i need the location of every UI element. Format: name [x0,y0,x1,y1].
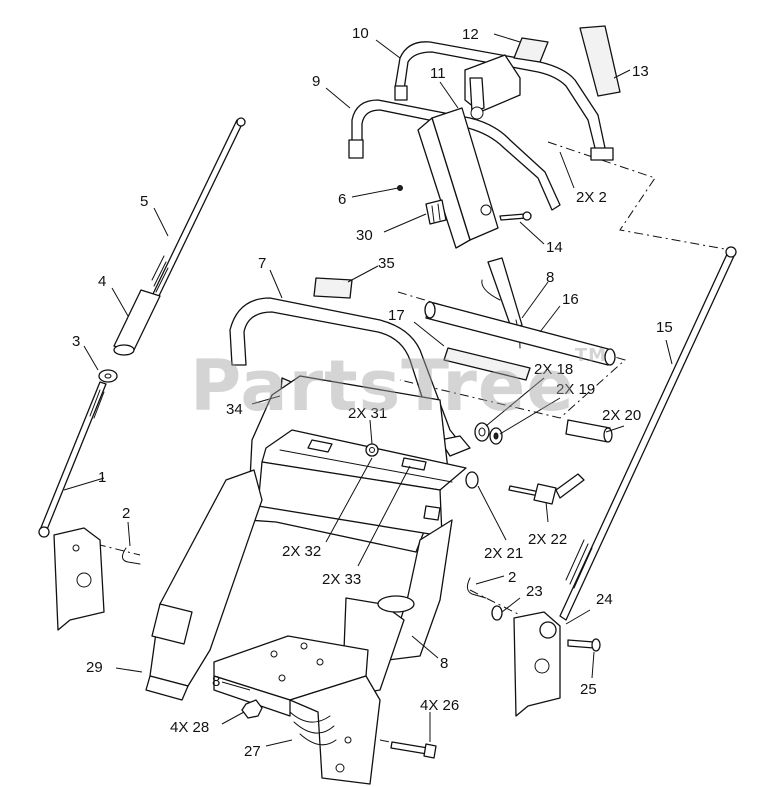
callout-8-cable: 8 [546,269,554,286]
part-bolt-25 [567,638,601,652]
callout-11: 11 [430,65,446,82]
part-rod-15 [559,246,737,621]
callout-29: 29 [86,659,103,676]
part-rod-1 [38,381,107,538]
part-upper-handle[interactable] [394,41,614,161]
part-left-pivot-plate [53,527,105,631]
callout-8-plate: 8 [212,673,220,690]
part-hairpin-2b [466,577,487,599]
callout-2x-20: 2X 20 [602,407,641,424]
part-lower-handle[interactable] [229,297,471,457]
part-decal-13 [579,25,621,97]
part-rod-5 [150,117,246,301]
callout-13: 13 [632,63,649,80]
callout-7: 7 [258,255,266,272]
callout-2x-21: 2X 21 [484,545,523,562]
part-spacer-33 [401,457,427,471]
part-clip-30 [425,199,447,225]
callout-1: 1 [98,469,106,486]
callout-34: 34 [226,401,243,418]
part-washer-23 [491,605,503,621]
part-pad-17 [443,347,531,381]
part-harness-27 [289,711,337,746]
callout-27: 27 [244,743,261,760]
callout-4x-26: 4X 26 [420,697,459,714]
callout-2x-32: 2X 32 [282,543,321,560]
callout-4: 4 [98,273,106,290]
callout-2x-18: 2X 18 [534,361,573,378]
part-decal-12 [513,37,549,63]
callout-6: 6 [338,191,346,208]
part-sleeve-4 [113,289,161,356]
callout-17: 17 [388,307,405,324]
callout-23: 23 [526,583,543,600]
callout-2x-31: 2X 31 [348,405,387,422]
callout-labels: 10 12 13 9 11 2X 2 5 6 30 14 7 35 4 8 16… [72,25,673,760]
callout-35: 35 [378,255,395,272]
callout-2-right: 2 [508,569,516,586]
part-screw-14 [499,211,532,221]
part-washer-18 [474,422,490,442]
part-bar-16 [424,301,616,366]
part-base-plate [213,635,381,785]
part-washer-19 [489,427,503,445]
callout-2x-33: 2X 33 [322,571,361,588]
callout-24: 24 [596,591,613,608]
leader-lines [63,33,673,747]
callout-5: 5 [140,193,148,210]
part-nut-31 [365,443,379,457]
callout-3: 3 [72,333,80,350]
part-washer-21 [465,471,479,489]
callout-2x-19: 2X 19 [556,381,595,398]
callout-2-left: 2 [122,505,130,522]
part-control-lever[interactable] [469,77,485,120]
callout-25: 25 [580,681,597,698]
callout-30: 30 [356,227,373,244]
callout-9: 9 [312,73,320,90]
callout-12: 12 [462,26,479,43]
part-hairpin-2a [122,547,141,565]
callout-14: 14 [546,239,563,256]
part-main-frame [145,375,467,701]
part-nut-28 [241,699,263,719]
part-bolt-22 [508,473,585,505]
part-right-pivot-plate [513,611,561,717]
part-decal-35 [313,277,353,299]
callout-2x-2: 2X 2 [576,189,607,206]
callout-2x-22: 2X 22 [528,531,567,548]
callout-15: 15 [656,319,673,336]
callout-4x-28: 4X 28 [170,719,209,736]
callout-16: 16 [562,291,579,308]
callout-10: 10 [352,25,369,42]
callout-8-tube: 8 [440,655,448,672]
part-connector-3 [98,369,118,383]
part-bolt-26 [390,741,437,759]
